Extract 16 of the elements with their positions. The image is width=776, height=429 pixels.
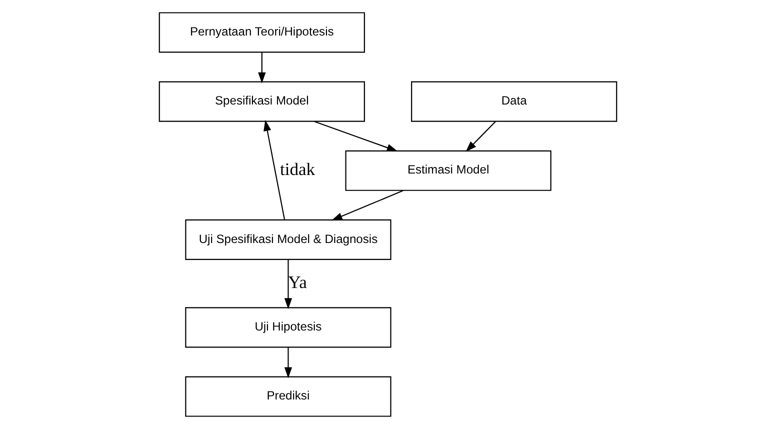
node-box: Data	[411, 81, 618, 122]
node-box: Pernyataan Teori/Hipotesis	[158, 12, 365, 53]
node-box: Uji Hipotesis	[185, 307, 392, 348]
arrow	[331, 190, 404, 221]
edge-label: tidak	[280, 158, 316, 179]
node-box: Uji Spesifikasi Model & Diagnosis	[185, 219, 392, 260]
edge-label: Ya	[288, 272, 307, 292]
arrow	[314, 120, 398, 152]
node-box: Estimasi Model	[345, 150, 552, 191]
arrow	[258, 52, 266, 84]
node-box: Prediksi	[185, 376, 392, 417]
node-box: Spesifikasi Model	[158, 81, 365, 122]
arrow	[466, 121, 496, 152]
arrow	[284, 348, 292, 378]
arrow	[284, 260, 292, 310]
arrow	[264, 120, 286, 220]
